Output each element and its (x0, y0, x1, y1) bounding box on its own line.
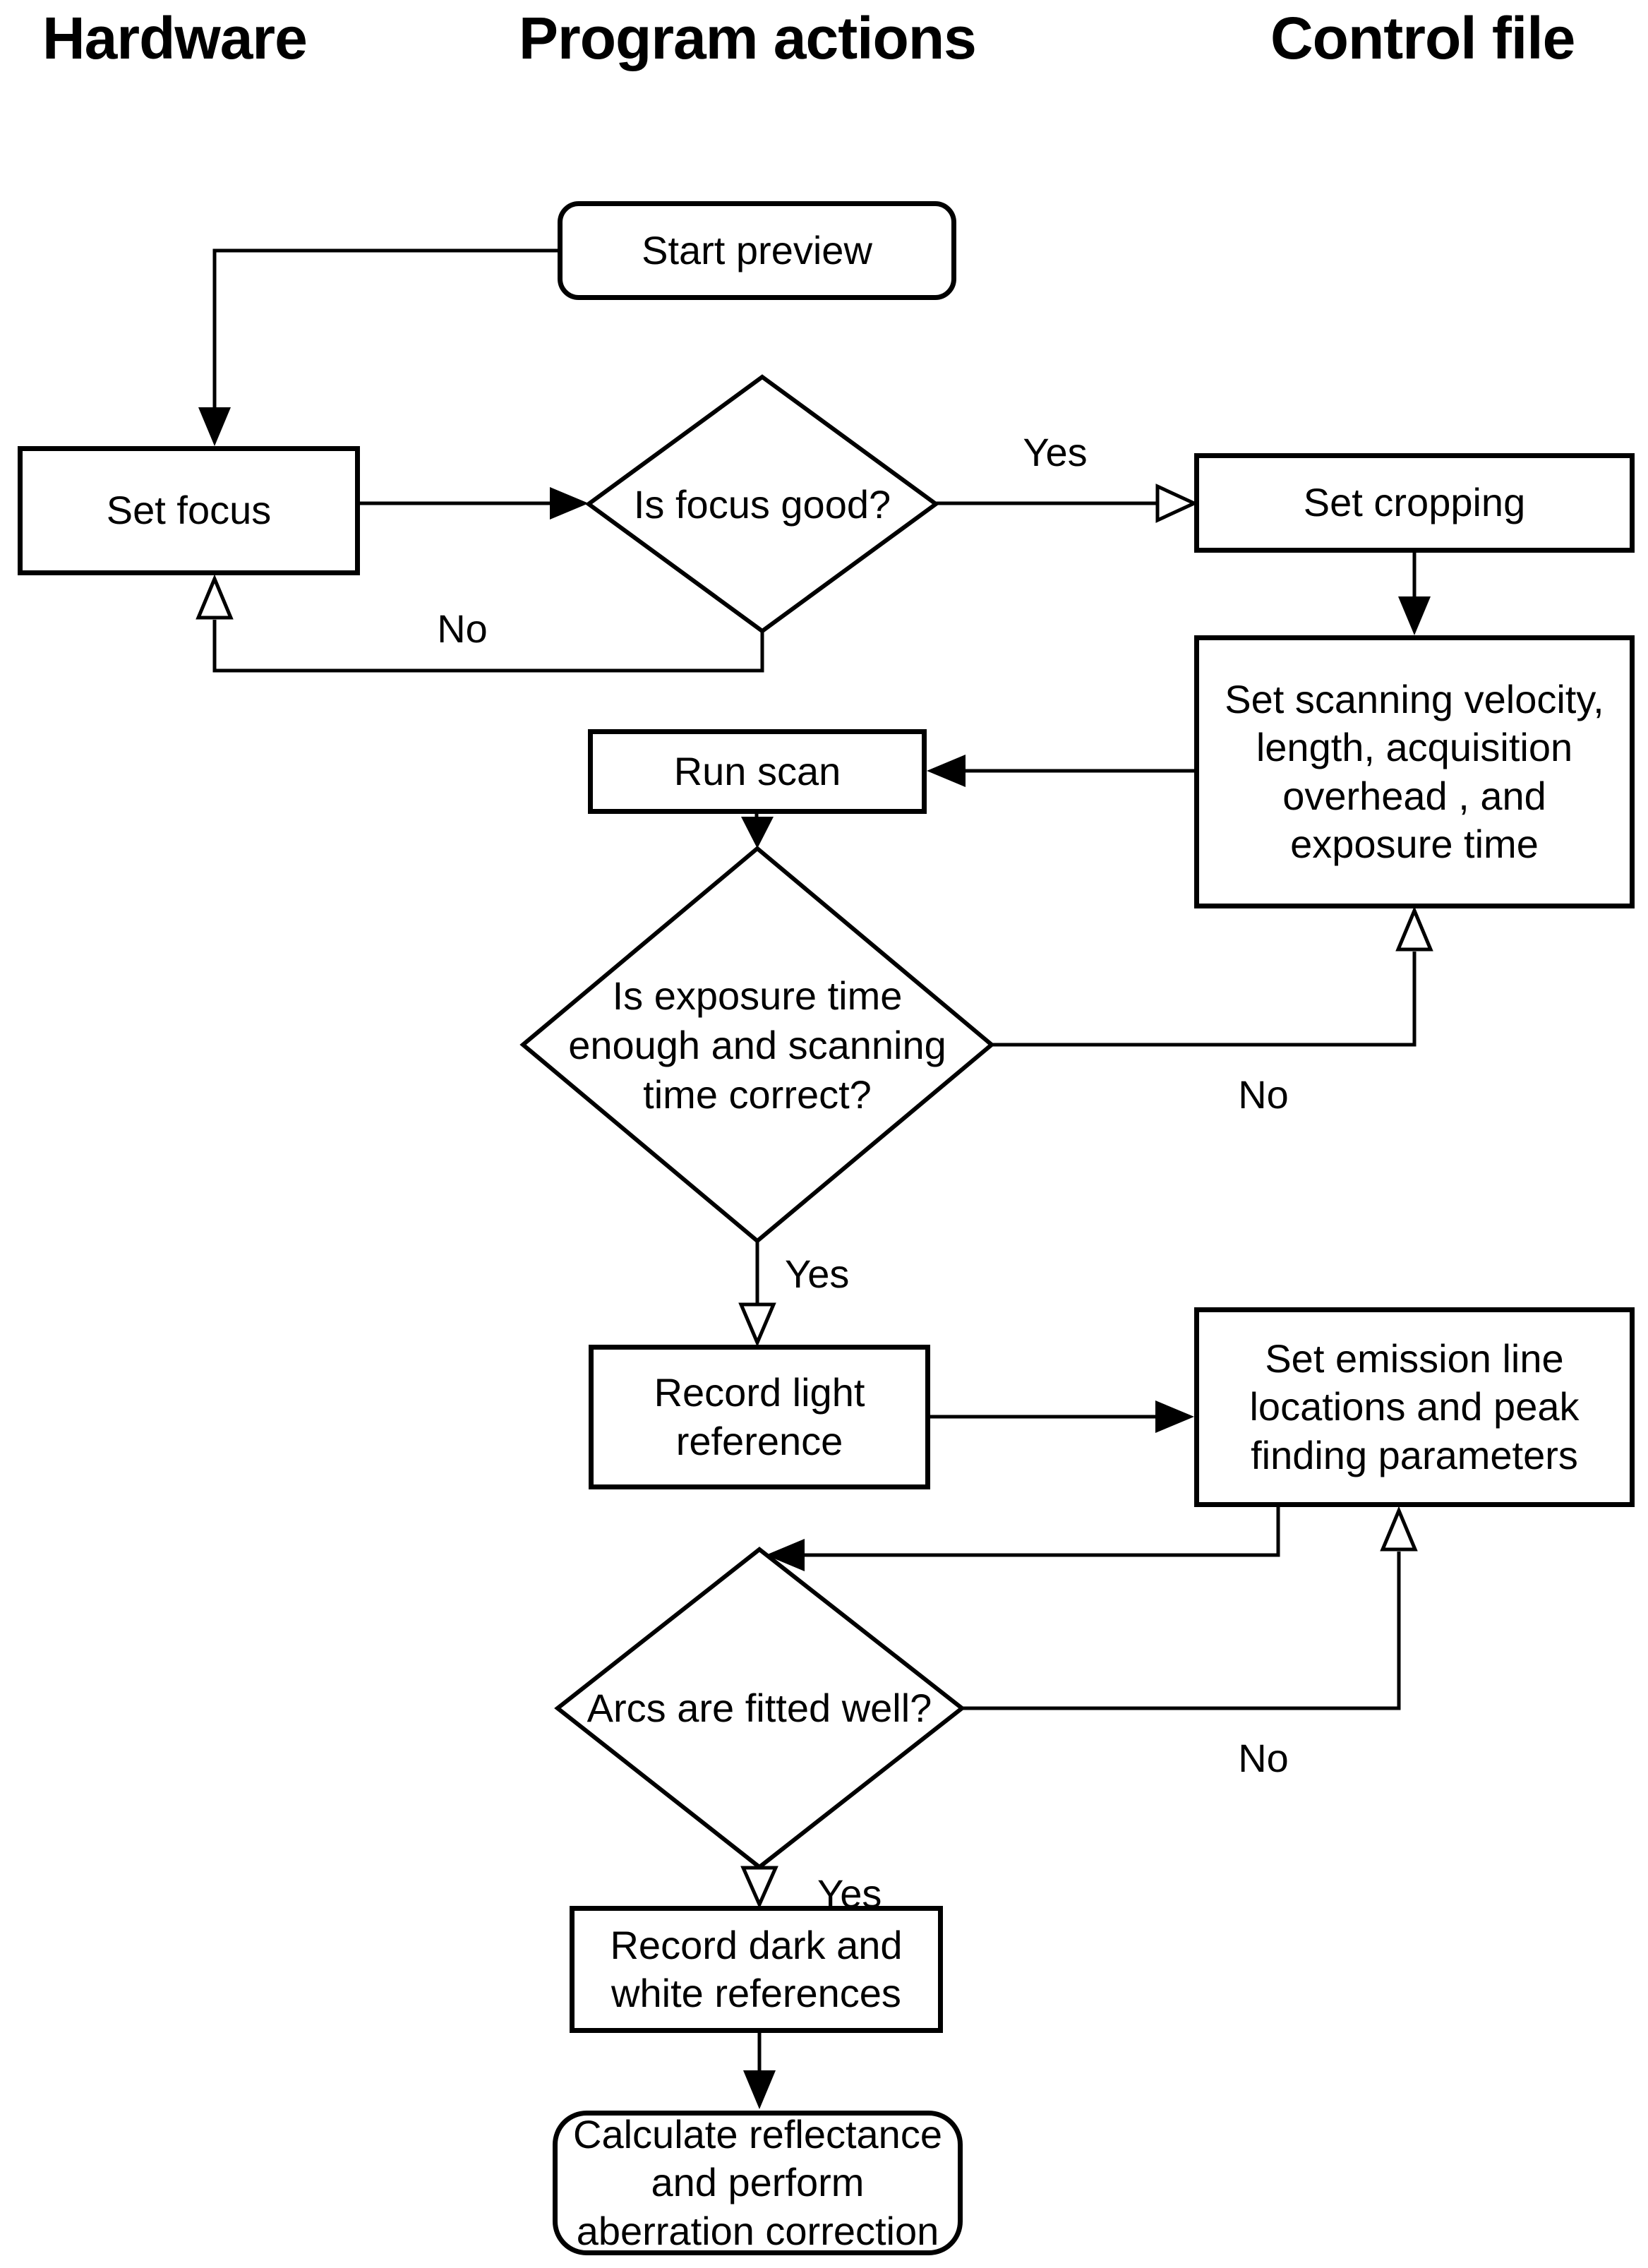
filled-arrowhead-down-icon (741, 817, 774, 848)
node-record-dark-white: Record dark and white references (570, 1906, 943, 2033)
node-set-scanning: Set scanning velocity, length, acquisiti… (1194, 635, 1635, 908)
column-header-hardware: Hardware (42, 5, 308, 71)
edge-label-exposure-yes: Yes (785, 1252, 850, 1296)
node-set-emission-line-label: Set emission line locations and peak fin… (1249, 1336, 1580, 1477)
node-start-preview: Start preview (558, 201, 956, 300)
open-arrowhead-right-icon (1155, 484, 1198, 523)
node-set-cropping: Set cropping (1194, 453, 1635, 553)
connector-setemission-to-arcs (802, 1507, 1280, 1557)
filled-arrowhead-down-icon (743, 2070, 776, 2109)
filled-arrowhead-left-icon (766, 1539, 805, 1571)
edge-label-arcs-yes: Yes (817, 1871, 882, 1916)
connector-exposure-no-to-setscanning (992, 952, 1417, 1047)
open-arrowhead-down-icon (740, 1866, 778, 1909)
open-arrowhead-up-icon (1395, 906, 1433, 952)
node-record-light-reference-label: Record light reference (654, 1370, 865, 1463)
node-record-dark-white-label: Record dark and white references (610, 1922, 903, 2015)
connector-start-to-setfocus (212, 248, 558, 409)
node-set-focus: Set focus (18, 446, 360, 575)
edge-label-arcs-no: No (1238, 1736, 1289, 1780)
decision-diamond-focus-good (584, 374, 940, 634)
edge-label-focus-yes: Yes (1023, 430, 1088, 474)
node-record-light-reference: Record light reference (589, 1345, 930, 1489)
edge-label-focus-no: No (437, 606, 488, 651)
node-calculate-reflectance-label: Calculate reflectance and perform aberra… (573, 2112, 942, 2253)
column-header-program-actions: Program actions (519, 5, 977, 71)
node-start-preview-label: Start preview (642, 227, 872, 272)
node-set-emission-line: Set emission line locations and peak fin… (1194, 1307, 1635, 1507)
column-header-control-file: Control file (1270, 5, 1575, 71)
connector-focusgood-no-to-setfocus (212, 620, 764, 673)
node-set-scanning-label: Set scanning velocity, length, acquisiti… (1225, 676, 1604, 866)
filled-arrowhead-left-icon (927, 755, 966, 787)
filled-arrowhead-right-icon (1155, 1400, 1194, 1433)
decision-arcs-fitted-label: Arcs are fitted well? (587, 1686, 932, 1730)
open-arrowhead-up-icon (196, 574, 234, 620)
filled-arrowhead-down-icon (1398, 596, 1431, 635)
open-arrowhead-down-icon (738, 1302, 776, 1348)
node-set-cropping-label: Set cropping (1303, 480, 1526, 525)
node-run-scan-label: Run scan (673, 748, 841, 793)
filled-arrowhead-right-icon (550, 487, 589, 520)
decision-exposure-time-label: Is exposure time enough and scanning tim… (568, 973, 946, 1117)
edge-label-exposure-no: No (1238, 1072, 1289, 1117)
open-arrowhead-up-icon (1380, 1506, 1418, 1552)
node-calculate-reflectance: Calculate reflectance and perform aberra… (553, 2111, 963, 2255)
decision-diamond-exposure-time (519, 846, 995, 1244)
filled-arrowhead-down-icon (198, 407, 231, 446)
connector-arcs-no-to-setemission (962, 1552, 1401, 1710)
node-run-scan: Run scan (588, 729, 927, 814)
node-set-focus-label: Set focus (106, 488, 272, 533)
decision-focus-good-label: Is focus good? (633, 482, 891, 527)
